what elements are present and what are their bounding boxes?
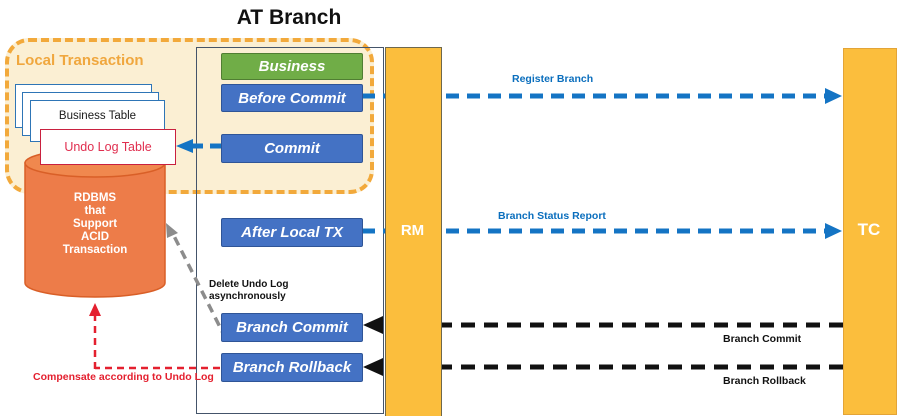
- rm-label: RM: [400, 222, 425, 239]
- branch-commit-label: Branch Commit: [723, 333, 802, 345]
- delete-undo-log-line1: Delete Undo Log: [209, 279, 289, 290]
- register-branch-label: Register Branch: [512, 73, 594, 85]
- register-branch-arrowhead-icon: [825, 88, 842, 104]
- database-label: RDBMS that Support ACID Transaction: [25, 192, 165, 257]
- step-business: Business: [221, 53, 363, 80]
- branch-status-arrowhead-icon: [825, 223, 842, 239]
- database-label-line: RDBMS: [73, 192, 117, 204]
- local-transaction-label: Local Transaction: [16, 52, 144, 69]
- branch-status-report-label: Branch Status Report: [498, 210, 606, 222]
- delete-undo-log-line2: asynchronously: [209, 290, 286, 302]
- delete-undo-log-label: Delete Undo Log asynchronously: [209, 279, 288, 302]
- database-label-line: that: [84, 205, 106, 217]
- tc-label: TC: [857, 220, 881, 239]
- tc-lifeline-bar: [843, 48, 897, 415]
- diagram-title: AT Branch: [236, 6, 342, 29]
- step-commit: Commit: [221, 134, 363, 163]
- step-before-commit: Before Commit: [221, 84, 363, 112]
- step-branch-rollback: Branch Rollback: [221, 353, 363, 382]
- compensate-label: Compensate according to Undo Log: [33, 371, 214, 383]
- step-branch-commit: Branch Commit: [221, 313, 363, 342]
- branch-rollback-label: Branch Rollback: [723, 375, 806, 387]
- step-after-local-tx: After Local TX: [221, 218, 363, 247]
- undo-log-table-sheet: Undo Log Table: [40, 129, 176, 165]
- database-label-line: Support: [72, 218, 118, 230]
- database-label-line: Transaction: [62, 244, 128, 256]
- database-label-line: ACID: [80, 231, 110, 243]
